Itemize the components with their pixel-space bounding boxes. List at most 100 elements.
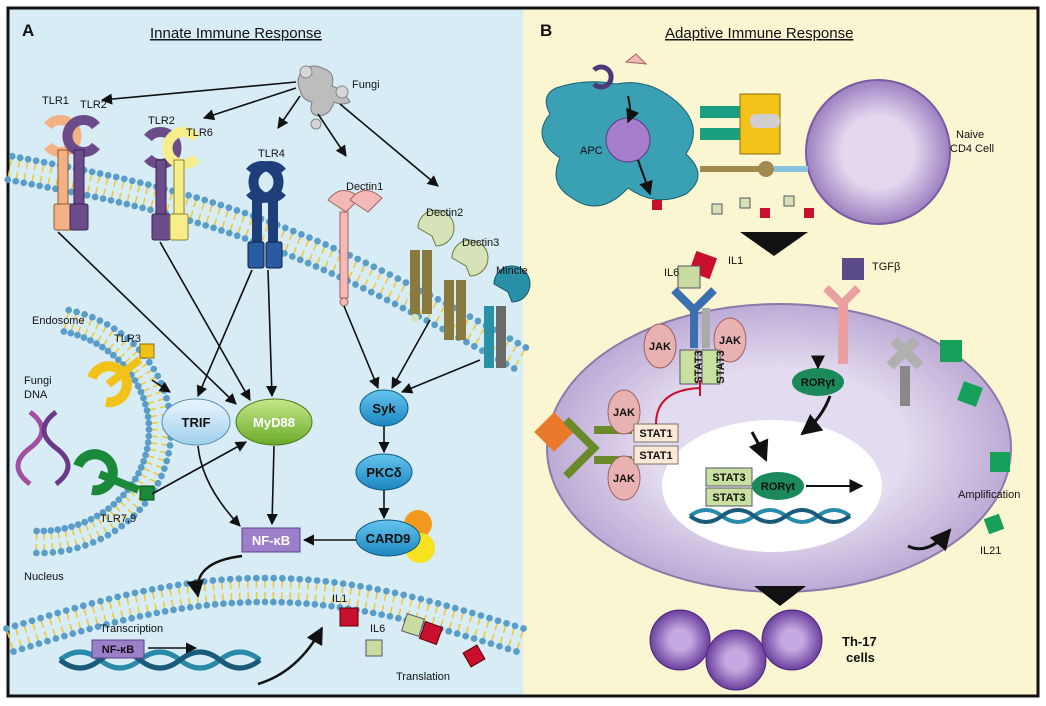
roryt-label: RORγt [801,377,836,389]
lipid-head [183,580,190,587]
lipid-head [80,602,87,609]
lipid-head [33,157,40,164]
lipid-head [320,602,327,609]
il1-label-innate: IL1 [332,593,347,605]
lipid-head [306,234,313,241]
lipid-head [81,334,88,341]
lipid-head [479,638,486,645]
lipid-head [154,373,161,380]
lipid-head [226,204,233,211]
lipid-head [370,610,377,617]
nucleus-label: Nucleus [24,571,64,583]
lipid-head [145,611,152,618]
lipid-head [462,633,469,640]
lipid-head [12,623,19,630]
lipid-head [71,605,78,612]
lipid-head [136,506,143,513]
dectin3-label: Dectin3 [462,237,499,249]
lipid-head [145,181,152,188]
tlr2-label-a: TLR2 [80,99,107,111]
lipid-head [132,590,139,597]
endosome-label: Endosome [32,315,85,327]
lipid-head [128,615,135,622]
lipid-head [3,625,10,632]
lipid-head [82,542,89,549]
lipid-head [378,611,385,618]
lipid-head [49,160,56,167]
panel-b-title: Adaptive Immune Response [665,25,853,42]
lipid-head [165,450,172,457]
nfkb-node: NF-κB [242,528,300,552]
lipid-head [75,521,82,528]
lipid-head [400,305,407,312]
fungi-dna-label-2: DNA [24,389,48,401]
lipid-head [108,197,115,204]
lipid-head [67,330,74,337]
lipid-head [278,599,285,606]
lipid-head [97,598,104,605]
mincle-label: Mincle [496,265,528,277]
lipid-head [295,600,302,607]
naive-label-2: CD4 Cell [950,143,994,155]
lipid-head [150,366,157,373]
lipid-head [87,337,94,344]
myd88-node: MyD88 [236,399,312,445]
dectin2-label: Dectin2 [426,207,463,219]
lipid-head [147,207,154,214]
lipid-head [378,267,385,274]
lipid-head [366,584,373,591]
th17-label-2: cells [846,650,875,665]
lipid-head [121,175,128,182]
lipid-head [137,179,144,186]
lipid-head [25,156,32,163]
lipid-head [237,599,244,606]
lipid-head [228,600,235,607]
lipid-head [486,615,493,622]
lipid-head [113,174,120,181]
stat3-label-3: STAT3 [712,472,745,484]
lipid-head [218,576,225,583]
lipid-head [129,177,136,184]
lipid-head [99,344,106,351]
lipid-head [178,605,185,612]
lipid-head [467,313,474,320]
trif-node: TRIF [162,399,230,445]
lipid-head [123,591,130,598]
lipid-head [522,344,529,351]
lipid-head [105,172,112,179]
lipid-head [513,648,520,655]
lipid-head [17,154,24,161]
lipid-head [153,610,160,617]
lipid-head [145,439,152,446]
lipid-head [443,602,450,609]
tlr4-label: TLR4 [258,148,285,160]
panel-a-letter: A [22,21,34,40]
lipid-head [4,176,11,183]
lipid-head [488,640,495,647]
translation-label: Translation [396,671,450,683]
lipid-head [115,356,122,363]
lipid-head [106,596,113,603]
lipid-head [400,591,407,598]
lipid-head [374,586,381,593]
lipid-head [163,458,170,465]
tlr1-label: TLR1 [42,95,69,107]
lipid-head [270,599,277,606]
lipid-head [418,596,425,603]
lipid-head [68,523,75,530]
lipid-head [297,256,304,263]
lipid-head [58,548,65,555]
lipid-head [139,205,146,212]
lipid-head [262,599,269,606]
lipid-head [288,575,295,582]
lipid-head [9,153,16,160]
lipid-head [61,328,68,335]
lipid-head [305,260,312,267]
lipid-head [104,321,111,328]
card9-label: CARD9 [366,531,411,546]
lipid-head [426,598,433,605]
lipid-head [33,550,40,557]
lipid-head [92,194,99,201]
lipid-head [86,626,93,633]
lipid-head [158,584,165,591]
